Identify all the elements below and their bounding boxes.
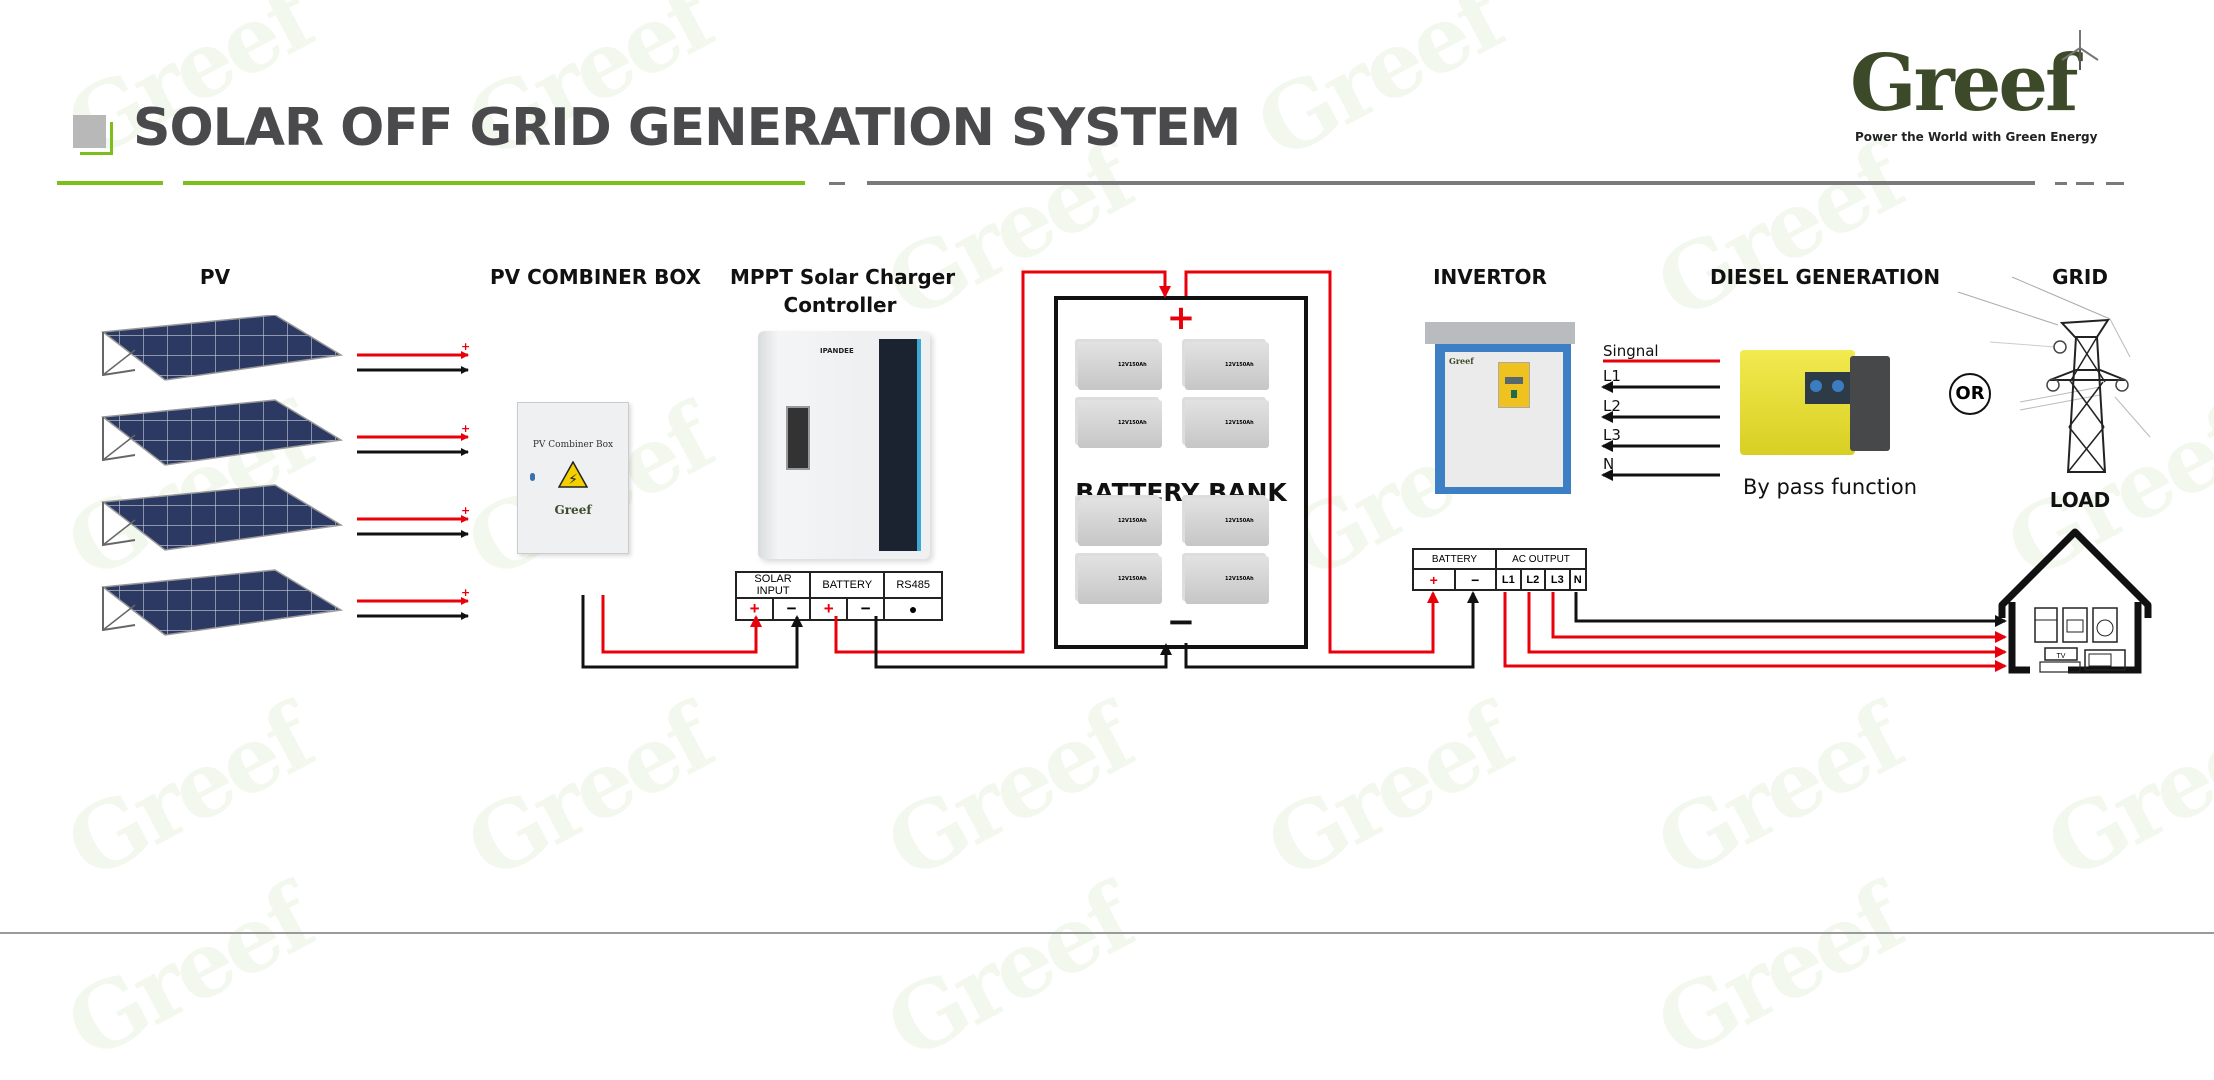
solar-panel — [101, 484, 344, 551]
mppt-brand: IPANDEE — [820, 347, 854, 355]
battery: 12V150Ah — [1185, 556, 1269, 604]
solar-panel — [101, 315, 344, 381]
terminal-group-solar-input: SOLAR INPUT — [734, 571, 812, 599]
battery: 12V150Ah — [1185, 342, 1269, 390]
grid-label: GRID — [2052, 265, 2108, 289]
mppt-to-battery-positive-wire — [834, 270, 1171, 654]
svg-text:+: + — [461, 586, 470, 599]
battery: 12V150Ah — [1185, 400, 1269, 448]
mppt-display — [786, 406, 810, 470]
l1-output-wire — [1503, 592, 2007, 672]
mppt-accent-stripe — [917, 339, 921, 551]
battery-bank-positive: + — [1166, 298, 1196, 338]
combiner-to-mppt-positive-wire — [601, 595, 762, 654]
terminal-group-battery: BATTERY — [1411, 548, 1498, 570]
l2-output-wire — [1527, 592, 2007, 658]
title-bullet — [73, 115, 106, 148]
terminal-l2: L2 — [1519, 568, 1547, 591]
terminal-battery-positive: + — [1412, 568, 1456, 591]
mppt-label-line1: MPPT Solar Charger — [730, 265, 956, 289]
battery: 12V150Ah — [1078, 400, 1162, 448]
battery: 12V150Ah — [1185, 498, 1269, 546]
pv-array — [101, 315, 344, 636]
diesel-label: DIESEL GENERATION — [1710, 265, 1941, 289]
transmission-tower-icon — [1957, 276, 2151, 473]
terminal-n: N — [1568, 568, 1588, 591]
battery: 12V150Ah — [1078, 342, 1162, 390]
mppt-terminal-block: SOLAR INPUT BATTERY RS485 + − + − ● — [734, 571, 943, 621]
brand-logo: Greef Power the World with Green Energy — [1850, 30, 2140, 148]
footer-divider — [0, 932, 2214, 934]
terminal-battery-negative: − — [1453, 568, 1498, 591]
terminal-group-ac-output: AC OUTPUT — [1495, 548, 1587, 570]
invertor-brand: Greef — [1449, 356, 1474, 366]
invertor-top — [1425, 322, 1575, 344]
diesel-l1-label: L1 — [1603, 367, 1621, 385]
generator-control-panel — [1805, 372, 1850, 404]
svg-text:⚡: ⚡ — [568, 472, 578, 488]
terminal-l3: L3 — [1544, 568, 1571, 591]
page-title: SOLAR OFF GRID GENERATION SYSTEM — [133, 98, 1241, 158]
mppt-to-battery-negative-wire — [874, 616, 1172, 669]
indicator-light — [530, 473, 535, 481]
mppt-dark-panel — [879, 339, 917, 551]
warning-icon: ⚡ — [558, 461, 588, 488]
tv-label: TV — [2057, 653, 2066, 660]
or-badge: OR — [1949, 373, 1991, 415]
invertor-control-panel — [1498, 362, 1530, 408]
tv-icon — [2039, 647, 2081, 673]
diesel-l3-label: L3 — [1603, 426, 1621, 444]
washing-machine-icon — [2092, 607, 2118, 643]
mppt-controller: IPANDEE — [758, 331, 930, 559]
generator-side — [1850, 356, 1890, 451]
svg-text:+: + — [461, 340, 470, 353]
terminal-solar-negative: − — [772, 597, 812, 621]
battery-to-invertor-negative-wire — [1184, 591, 1479, 669]
pv-combiner-box: PV Combiner Box ⚡ Greef — [517, 402, 629, 554]
title-bullet-accent — [80, 122, 113, 155]
solar-panel — [101, 399, 344, 466]
battery-to-invertor-positive-wire — [1184, 270, 1439, 654]
battery-bank: + BATTERY BANK − 12V150Ah 12V150Ah 12V15… — [1054, 296, 1308, 649]
n-output-wire — [1574, 592, 2007, 627]
diesel-l2-label: L2 — [1603, 397, 1621, 415]
svg-text:+: + — [461, 504, 470, 517]
terminal-battery-negative: − — [846, 597, 886, 621]
combiner-to-mppt-negative-wire — [581, 595, 803, 669]
signal-label: Singnal — [1603, 342, 1659, 360]
invertor-device: Greef — [1425, 322, 1575, 497]
house-icon: TV — [1998, 528, 2152, 674]
microwave-icon — [2084, 649, 2126, 671]
header-divider — [57, 181, 2124, 185]
logo-tagline: Power the World with Green Energy — [1855, 130, 2098, 144]
battery: 12V150Ah — [1078, 498, 1162, 546]
wind-turbine-icon — [2061, 30, 2099, 70]
header-rules — [0, 181, 2214, 934]
terminal-rs485: ● — [883, 597, 943, 621]
svg-text:+: + — [461, 422, 470, 435]
mppt-label-line2: Controller — [783, 293, 897, 317]
combiner-device-text: PV Combiner Box — [532, 440, 614, 450]
terminal-battery-positive: + — [809, 597, 849, 621]
invertor-label: INVERTOR — [1433, 265, 1547, 289]
terminal-group-rs485: RS485 — [883, 571, 943, 599]
combiner-brand: Greef — [554, 503, 592, 517]
pv-label: PV — [199, 265, 231, 289]
pv-output-wires: + + + + — [357, 340, 470, 620]
bypass-function-label: By pass function — [1742, 475, 1918, 499]
battery: 12V150Ah — [1078, 556, 1162, 604]
fridge-icon — [2034, 607, 2058, 643]
l3-output-wire — [1551, 592, 2007, 643]
oven-icon — [2062, 607, 2088, 643]
wiring-diagram: + + + + — [357, 270, 2007, 672]
invertor-terminal-block: BATTERY AC OUTPUT + − L1 L2 L3 N — [1411, 548, 1588, 591]
combiner-label: PV COMBINER BOX — [490, 265, 702, 289]
diesel-n-label: N — [1603, 455, 1615, 473]
logo-wordmark: Greef — [1850, 38, 2079, 129]
solar-panel — [101, 569, 344, 636]
terminal-group-battery: BATTERY — [809, 571, 886, 599]
load-label: LOAD — [2049, 488, 2111, 512]
diesel-generator — [1740, 350, 1900, 460]
